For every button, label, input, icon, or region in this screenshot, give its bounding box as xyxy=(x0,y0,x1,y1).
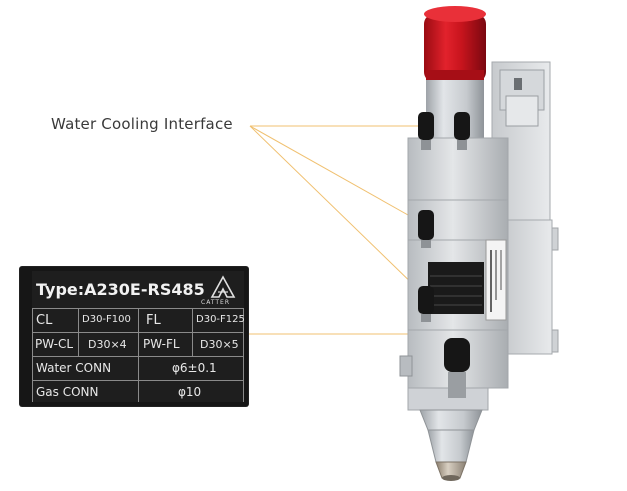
spec-pwfl-label: PW-FL xyxy=(143,337,180,351)
water-fitting-middle xyxy=(418,210,434,248)
catter-logo-icon xyxy=(210,275,236,298)
brand-name: CATTER xyxy=(201,299,231,306)
side-warning-label xyxy=(485,239,507,321)
gas-fitting xyxy=(444,338,470,398)
spec-pwcl-value: D30×4 xyxy=(88,338,127,351)
spec-pwcl-label: PW-CL xyxy=(35,337,74,351)
nameplate-title: Type:A230E-RS485 xyxy=(36,280,205,299)
body-nameplate xyxy=(428,262,484,314)
spec-fl-label: FL xyxy=(146,313,161,328)
water-fitting-lower xyxy=(418,286,434,322)
nozzle-assembly xyxy=(419,409,483,481)
spec-cl-label: CL xyxy=(36,313,53,328)
water-fittings xyxy=(418,112,470,398)
spec-table: CL D30-F100 FL D30-F125 PW-CL D30×4 PW-F… xyxy=(32,308,245,402)
spec-fl-value: D30-F125 xyxy=(196,314,245,325)
spec-cl-value: D30-F100 xyxy=(82,314,131,325)
spec-pwfl-value: D30×5 xyxy=(200,338,239,351)
water-cooling-interface-label: Water Cooling Interface xyxy=(51,115,233,133)
water-fitting-top-left xyxy=(418,112,434,150)
red-protective-cap xyxy=(424,6,486,82)
spec-water-conn-label: Water CONN xyxy=(36,361,112,375)
spec-water-conn-value: φ6±0.1 xyxy=(172,361,217,375)
water-fitting-top-right xyxy=(454,112,470,150)
nameplate-closeup: Type:A230E-RS485 CATTER CL D30-F100 FL D… xyxy=(20,267,248,406)
spec-gas-conn-label: Gas CONN xyxy=(36,385,99,399)
spec-gas-conn-value: φ10 xyxy=(178,385,202,399)
